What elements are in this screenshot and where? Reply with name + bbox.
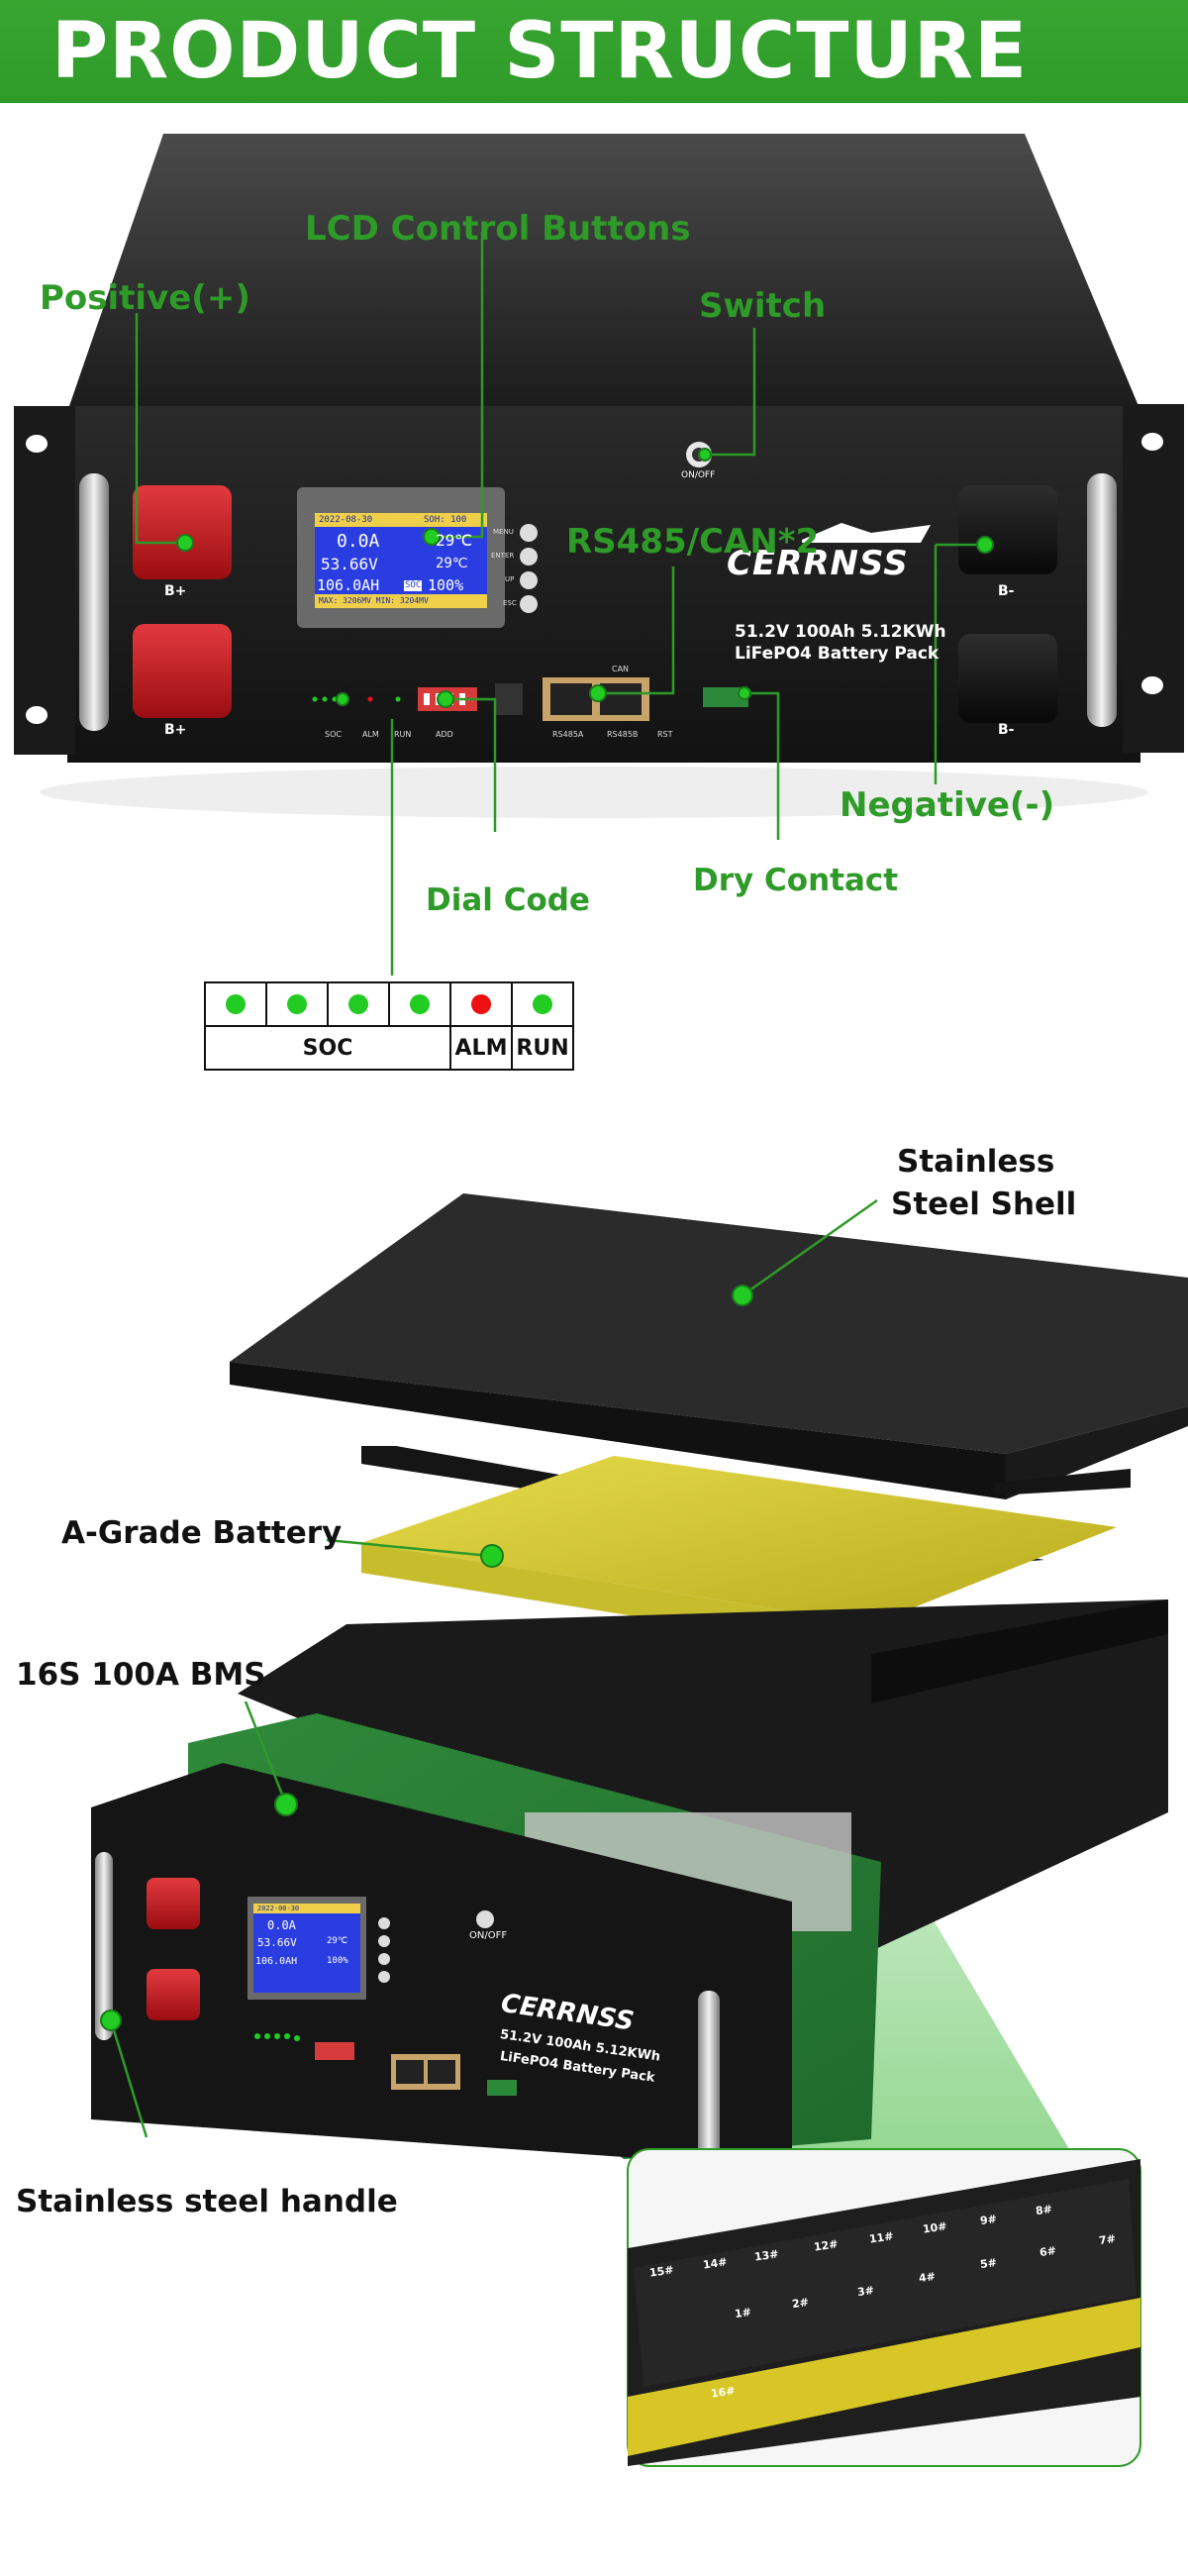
port-label-alm: ALM [362, 730, 379, 739]
port-label-can: CAN [612, 665, 630, 673]
lcd-date: 2022-08-30 [319, 515, 373, 525]
led-cell [511, 981, 574, 1027]
cell-number-label: 6# [1039, 2243, 1057, 2260]
cell-number-label: 8# [1035, 2202, 1053, 2218]
lcd-temp2: 29℃ [436, 556, 468, 571]
lcd-voltage: 53.66V [321, 555, 378, 573]
callout-a-grade-battery: A-Grade Battery [61, 1515, 343, 1551]
led-run [533, 994, 552, 1015]
exploded-on-off-label: ON/OFF [469, 1930, 508, 1941]
lcd-current: 0.0A [337, 531, 380, 552]
exploded-lcd-capacity: 106.0AH [255, 1956, 298, 1967]
cell-number-label: 15# [648, 2263, 675, 2280]
led-soc-4 [410, 994, 430, 1015]
terminal-pos-bottom-label: B+ [164, 722, 187, 738]
port-label-rs485a: RS485A [552, 730, 584, 739]
cell-number-label: 9# [979, 2212, 998, 2228]
led-alm [471, 994, 491, 1015]
led-cell [265, 981, 329, 1027]
callout-rs485-can: RS485/CAN*2 [566, 522, 820, 562]
on-off-label: ON/OFF [681, 470, 716, 480]
cell-number-label: 5# [979, 2255, 998, 2272]
led-label-run: RUN [511, 1025, 574, 1071]
exploded-lcd-voltage: 53.66V [257, 1936, 297, 1949]
cell-number-label: 7# [1098, 2231, 1117, 2248]
cell-number-label: 14# [702, 2255, 729, 2272]
exploded-lcd-temp: 29℃ [327, 1936, 347, 1946]
exploded-lcd-current: 0.0A [267, 1918, 296, 1932]
led-cell [449, 981, 513, 1027]
lcd-soh: SOH: 100 [424, 515, 467, 525]
led-cell [327, 981, 390, 1027]
header-bar: PRODUCT STRUCTURE [0, 0, 1188, 103]
spec-line-2: LiFePO4 Battery Pack [735, 644, 940, 664]
cell-number-label: 16# [710, 2384, 737, 2401]
led-cell [204, 981, 267, 1027]
spec-line-1: 51.2V 100Ah 5.12KWh [735, 622, 946, 642]
callout-stainless-steel-handle: Stainless steel handle [16, 2184, 398, 2219]
lcd-capacity: 106.0AH [317, 576, 380, 594]
led-cell [388, 981, 451, 1027]
cell-number-label: 11# [868, 2229, 895, 2246]
callout-dial-code: Dial Code [426, 882, 590, 918]
lcd-cell-range: MAX: 3206MV MIN: 3204MV [319, 596, 429, 605]
led-indicator-table: SOC ALM RUN [204, 981, 574, 1071]
led-soc-3 [348, 994, 368, 1015]
cell-number-label: 12# [813, 2237, 840, 2254]
terminal-neg-top-label: B- [998, 583, 1015, 599]
callout-negative: Negative(-) [840, 785, 1055, 825]
lcd-button-menu-label: MENU [493, 528, 514, 536]
brand-logo-text: CERRNSS [727, 544, 909, 583]
port-label-soc: SOC [325, 730, 342, 739]
callout-lcd-control-buttons: LCD Control Buttons [305, 209, 691, 249]
exploded-lcd-date: 2022-08-30 [257, 1905, 300, 1912]
exploded-lcd-percent: 100% [327, 1956, 348, 1966]
cell-number-label: 4# [918, 2269, 937, 2286]
terminal-pos-top-label: B+ [164, 583, 187, 599]
lcd-button-up-label: UP [505, 575, 515, 583]
lcd-temp1: 29℃ [436, 531, 473, 550]
callout-dry-contact: Dry Contact [693, 863, 899, 898]
cell-number-label: 1# [734, 2305, 752, 2321]
cell-number-label: 13# [753, 2247, 780, 2264]
lcd-soc-tag: SOC [404, 580, 423, 591]
port-label-run: RUN [394, 730, 412, 739]
led-soc-1 [226, 994, 246, 1015]
port-label-add: ADD [436, 730, 453, 739]
lcd-button-enter-label: ENTER [491, 552, 515, 560]
page-title: PRODUCT STRUCTURE [51, 7, 1029, 96]
cell-number-label: 2# [791, 2295, 810, 2312]
led-label-soc: SOC [204, 1025, 451, 1071]
led-soc-2 [287, 994, 307, 1015]
lcd-button-esc-label: ESC [503, 599, 517, 607]
led-label-alm: ALM [449, 1025, 513, 1071]
callout-switch: Switch [699, 286, 827, 326]
callout-stainless-shell-line1: Stainless [897, 1144, 1055, 1180]
cell-number-label: 10# [922, 2219, 948, 2236]
callout-bms: 16S 100A BMS [16, 1657, 266, 1693]
port-label-rs485b: RS485B [607, 730, 639, 739]
lcd-soc-percent: 100% [428, 576, 464, 594]
cell-number-label: 3# [856, 2283, 875, 2300]
terminal-neg-bottom-label: B- [998, 722, 1015, 738]
port-label-rst: RST [657, 730, 673, 739]
callout-positive: Positive(+) [40, 278, 250, 318]
callout-stainless-shell-line2: Steel Shell [891, 1186, 1077, 1222]
